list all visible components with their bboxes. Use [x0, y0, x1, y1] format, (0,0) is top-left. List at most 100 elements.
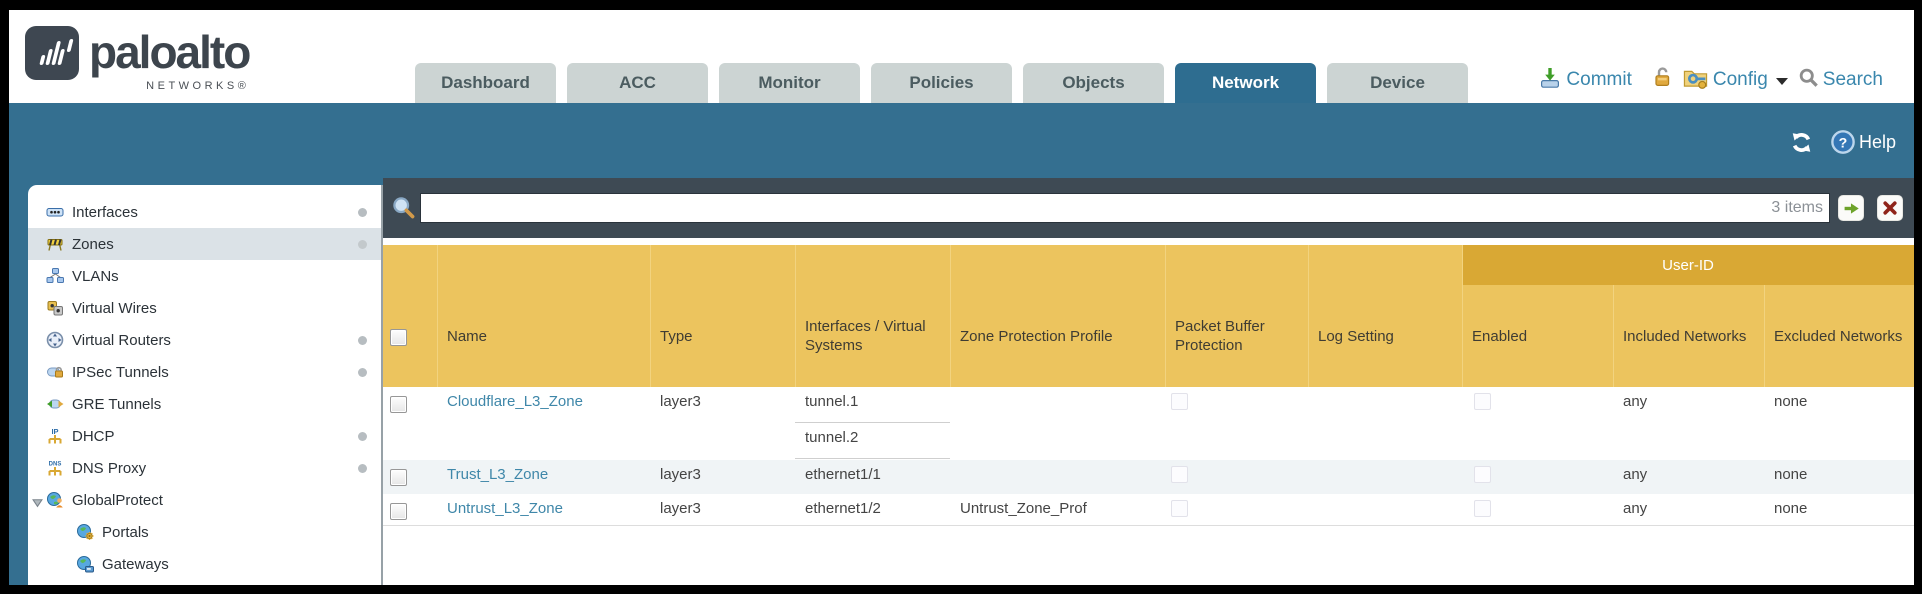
divider: [650, 245, 651, 387]
column-header-enabled[interactable]: Enabled: [1472, 327, 1528, 345]
column-header-type[interactable]: Type: [660, 327, 693, 345]
zone-name-link[interactable]: Untrust_L3_Zone: [447, 500, 563, 517]
zone-type: layer3: [660, 393, 701, 410]
zone-protection-profile: [950, 387, 1165, 460]
magnifier-icon: [391, 195, 416, 225]
svg-text:?: ?: [1839, 135, 1848, 151]
sidebar-item-label: DNS Proxy: [72, 459, 147, 477]
ipsec-tunnels-icon: [45, 363, 65, 381]
brand-subtitle: NETWORKS®: [146, 80, 250, 92]
user-id-enabled-checkbox[interactable]: [1474, 466, 1491, 483]
refresh-icon[interactable]: [1789, 130, 1814, 155]
column-header-included-networks[interactable]: Included Networks: [1623, 327, 1747, 345]
sidebar-item-label: Virtual Wires: [72, 299, 157, 317]
zone-type: layer3: [660, 500, 701, 517]
user-id-enabled-checkbox[interactable]: [1474, 500, 1491, 517]
tab-device[interactable]: Device: [1327, 63, 1468, 103]
config-menu[interactable]: Config: [1712, 69, 1768, 90]
divider: [795, 245, 796, 387]
included-networks: any: [1623, 393, 1648, 410]
user-id-enabled-checkbox[interactable]: [1474, 393, 1491, 410]
sidebar-item-dhcp[interactable]: IP DHCP: [28, 420, 381, 452]
column-header-zone-protection-profile[interactable]: Zone Protection Profile: [960, 327, 1113, 345]
commit-button[interactable]: Commit: [1566, 69, 1632, 90]
sidebar-item-interfaces[interactable]: Interfaces: [28, 196, 381, 228]
zone-name-link[interactable]: Trust_L3_Zone: [447, 466, 549, 483]
zone-name-link[interactable]: Cloudflare_L3_Zone: [447, 393, 583, 410]
dns-proxy-icon: DNS: [45, 459, 65, 477]
column-header-interfaces[interactable]: Interfaces / Virtual Systems: [805, 318, 926, 354]
top-bar: paloalto NETWORKS® Dashboard ACC Monitor…: [9, 10, 1914, 103]
sidebar-item-virtual-routers[interactable]: Virtual Routers: [28, 324, 381, 356]
tab-network[interactable]: Network: [1175, 63, 1316, 103]
sidebar-item-label: IPSec Tunnels: [72, 363, 169, 381]
tab-policies[interactable]: Policies: [871, 63, 1012, 103]
clear-filter-button[interactable]: [1877, 195, 1903, 221]
divider: [1462, 245, 1463, 387]
app-window: paloalto NETWORKS® Dashboard ACC Monitor…: [9, 10, 1914, 585]
sidebar-item-ipsec-tunnels[interactable]: IPSec Tunnels: [28, 356, 381, 388]
table-row: Cloudflare_L3_Zone layer3 tunnel.1 tunne…: [383, 387, 1914, 460]
excluded-networks: none: [1774, 500, 1808, 517]
virtual-wires-icon: [45, 299, 65, 317]
zone-protection-profile: Untrust_Zone_Prof: [960, 500, 1087, 517]
sidebar-list: Interfaces Zones VLANs Virtual Wires: [28, 196, 381, 580]
apply-filter-button[interactable]: [1838, 195, 1864, 221]
search-icon[interactable]: [1798, 67, 1819, 94]
sidebar-item-dns-proxy[interactable]: DNS DNS Proxy: [28, 452, 381, 484]
zones-table-header: User-ID Name Type Interfaces / Virtual S…: [383, 245, 1914, 387]
packet-buffer-protection-checkbox[interactable]: [1171, 393, 1188, 410]
sidebar-item-portals[interactable]: Portals: [28, 516, 381, 548]
band-tools: ? Help: [1789, 116, 1896, 168]
sidebar-item-label: GRE Tunnels: [72, 395, 162, 413]
log-setting: [1308, 494, 1462, 525]
lock-icon[interactable]: [1650, 65, 1674, 95]
divider: [383, 238, 1914, 245]
divider: [1764, 285, 1765, 387]
sidebar-item-virtual-wires[interactable]: Virtual Wires: [28, 292, 381, 324]
status-dot: [358, 432, 367, 441]
log-setting: [1308, 387, 1462, 460]
column-header-excluded-networks[interactable]: Excluded Networks: [1774, 327, 1903, 345]
column-header-log-setting[interactable]: Log Setting: [1318, 327, 1394, 345]
zones-content: 3 items User-ID Name Type Interfaces / V…: [383, 178, 1914, 585]
tab-monitor[interactable]: Monitor: [719, 63, 860, 103]
filter-bar: 3 items: [383, 178, 1914, 238]
tab-dashboard[interactable]: Dashboard: [415, 63, 556, 103]
zone-interface: tunnel.2: [795, 423, 950, 459]
row-checkbox[interactable]: [390, 469, 407, 486]
search-button[interactable]: Search: [1822, 69, 1883, 90]
tab-objects[interactable]: Objects: [1023, 63, 1164, 103]
network-sidebar: Interfaces Zones VLANs Virtual Wires: [28, 185, 383, 585]
sidebar-item-globalprotect[interactable]: GlobalProtect: [28, 484, 381, 516]
sidebar-item-zones[interactable]: Zones: [28, 228, 381, 260]
sidebar-item-gre-tunnels[interactable]: GRE Tunnels: [28, 388, 381, 420]
column-header-packet-buffer-protection[interactable]: Packet Buffer Protection: [1175, 318, 1265, 354]
gre-tunnels-icon: [45, 395, 65, 413]
paloalto-logo-icon: [25, 26, 79, 80]
sidebar-item-vlans[interactable]: VLANs: [28, 260, 381, 292]
divider: [1165, 245, 1166, 387]
sidebar-item-label: Gateways: [102, 555, 169, 573]
filter-input[interactable]: [420, 193, 1830, 223]
included-networks: any: [1623, 466, 1648, 483]
help-icon[interactable]: ?: [1830, 129, 1856, 155]
packet-buffer-protection-checkbox[interactable]: [1171, 500, 1188, 517]
row-checkbox[interactable]: [390, 396, 407, 413]
excluded-networks: none: [1774, 393, 1808, 410]
packet-buffer-protection-checkbox[interactable]: [1171, 466, 1188, 483]
brand-name: paloalto: [89, 26, 251, 78]
help-label[interactable]: Help: [1858, 131, 1896, 152]
collapse-triangle-icon[interactable]: [32, 495, 43, 512]
commit-icon[interactable]: [1538, 65, 1562, 95]
config-icon[interactable]: [1682, 65, 1709, 96]
caret-down-icon[interactable]: [1775, 78, 1788, 85]
column-header-name[interactable]: Name: [447, 327, 488, 345]
sidebar-item-gateways[interactable]: Gateways: [28, 548, 381, 580]
row-checkbox[interactable]: [390, 503, 407, 520]
select-all-checkbox[interactable]: [390, 329, 407, 346]
zones-icon: [45, 235, 65, 253]
tab-acc[interactable]: ACC: [567, 63, 708, 103]
brand-logo: paloalto NETWORKS®: [25, 26, 251, 92]
header-actions: Commit Config Search: [1538, 62, 1887, 98]
